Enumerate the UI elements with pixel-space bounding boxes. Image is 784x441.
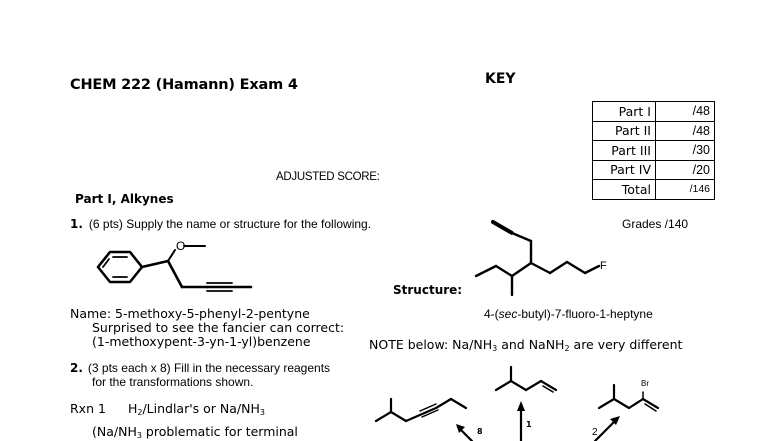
structure-label: Structure: — [393, 283, 463, 297]
molecule-q1-structure — [474, 220, 601, 297]
fluorine-label: F — [600, 260, 607, 272]
key-label: KEY — [485, 71, 516, 87]
question-1-answer: Name: 5-methoxy-5-phenyl-2-pentyne Surpr… — [70, 307, 344, 349]
exam-title: CHEM 222 (Hamann) Exam 4 — [70, 77, 298, 93]
score-value: /146 — [655, 179, 715, 200]
score-label: Total — [592, 179, 656, 200]
reaction-scheme — [374, 365, 660, 441]
score-table: Part I/48 Part II/48 Part III/30 Part IV… — [592, 101, 715, 200]
score-value: /30 — [655, 140, 715, 161]
question-text-line2: for the transformations shown. — [92, 375, 254, 389]
question-2-prompt: 2. (3 pts each x 8) Fill in the necessary… — [70, 361, 330, 389]
structure-name: 4-(sec-butyl)-7-fluoro-1-heptyne — [484, 307, 653, 321]
section-heading: Part I, Alkynes — [75, 192, 174, 206]
score-label: Part II — [592, 120, 656, 141]
question-text: (6 pts) Supply the name or structure for… — [88, 217, 372, 231]
rxn-1-note: (Na/NH3 problematic for terminal — [92, 424, 298, 440]
arrow-label-1: 1 — [526, 420, 532, 429]
answer-name: Name: 5-methoxy-5-phenyl-2-pentyne — [70, 306, 310, 321]
score-value: /48 — [655, 101, 715, 122]
answer-note-line1: Surprised to see the fancier can correct… — [92, 320, 345, 335]
grades-label: Grades /140 — [622, 217, 689, 231]
question-number: 2. — [70, 361, 83, 375]
bromine-label: Br — [641, 379, 649, 388]
arrow-label-2: 2 — [592, 427, 598, 438]
score-row: Part II/48 — [592, 120, 715, 141]
reagent-note: NOTE below: Na/NH3 and NaNH2 are very di… — [369, 337, 683, 353]
answer-note-line2: (1-methoxypent-3-yn-1-yl)benzene — [92, 334, 311, 349]
score-value: /20 — [655, 159, 715, 180]
score-row: Part IV/20 — [592, 159, 715, 180]
rxn-label: Rxn 1 — [70, 401, 106, 416]
adjusted-score-label: ADJUSTED SCORE: — [276, 171, 380, 183]
question-text-line1: (3 pts each x 8) Fill in the necessary r… — [87, 361, 331, 375]
score-row: Part I/48 — [592, 101, 715, 122]
score-row-total: Total/146 — [592, 179, 715, 200]
question-1-prompt: 1. (6 pts) Supply the name or structure f… — [70, 217, 371, 231]
score-value: /48 — [655, 120, 715, 141]
molecule-q1-name — [96, 245, 253, 292]
oxygen-label: O — [176, 239, 185, 253]
question-number: 1. — [70, 217, 83, 231]
arrow-label-8: 8 — [477, 427, 483, 436]
